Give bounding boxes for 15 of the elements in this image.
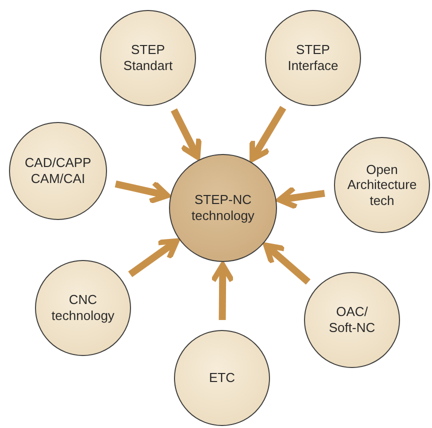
node-label: OAC/ Soft-NC [328, 304, 376, 336]
node-label: STEP-NC technology [190, 192, 256, 224]
arrow [128, 238, 180, 278]
arrow [170, 108, 202, 160]
arrow [250, 106, 286, 162]
node-label: CAD/CAPP CAM/CAI [24, 155, 92, 187]
arrow [276, 186, 326, 210]
arrow [114, 180, 170, 204]
node-label: STEP Standart [122, 42, 174, 74]
node-label: ETC [209, 370, 235, 386]
arrow [210, 262, 235, 320]
node-label: STEP Interface [286, 42, 340, 74]
node-label: Open Architecture tech [346, 162, 418, 208]
arrow [263, 242, 310, 285]
node-label: CNC technology [50, 292, 116, 324]
